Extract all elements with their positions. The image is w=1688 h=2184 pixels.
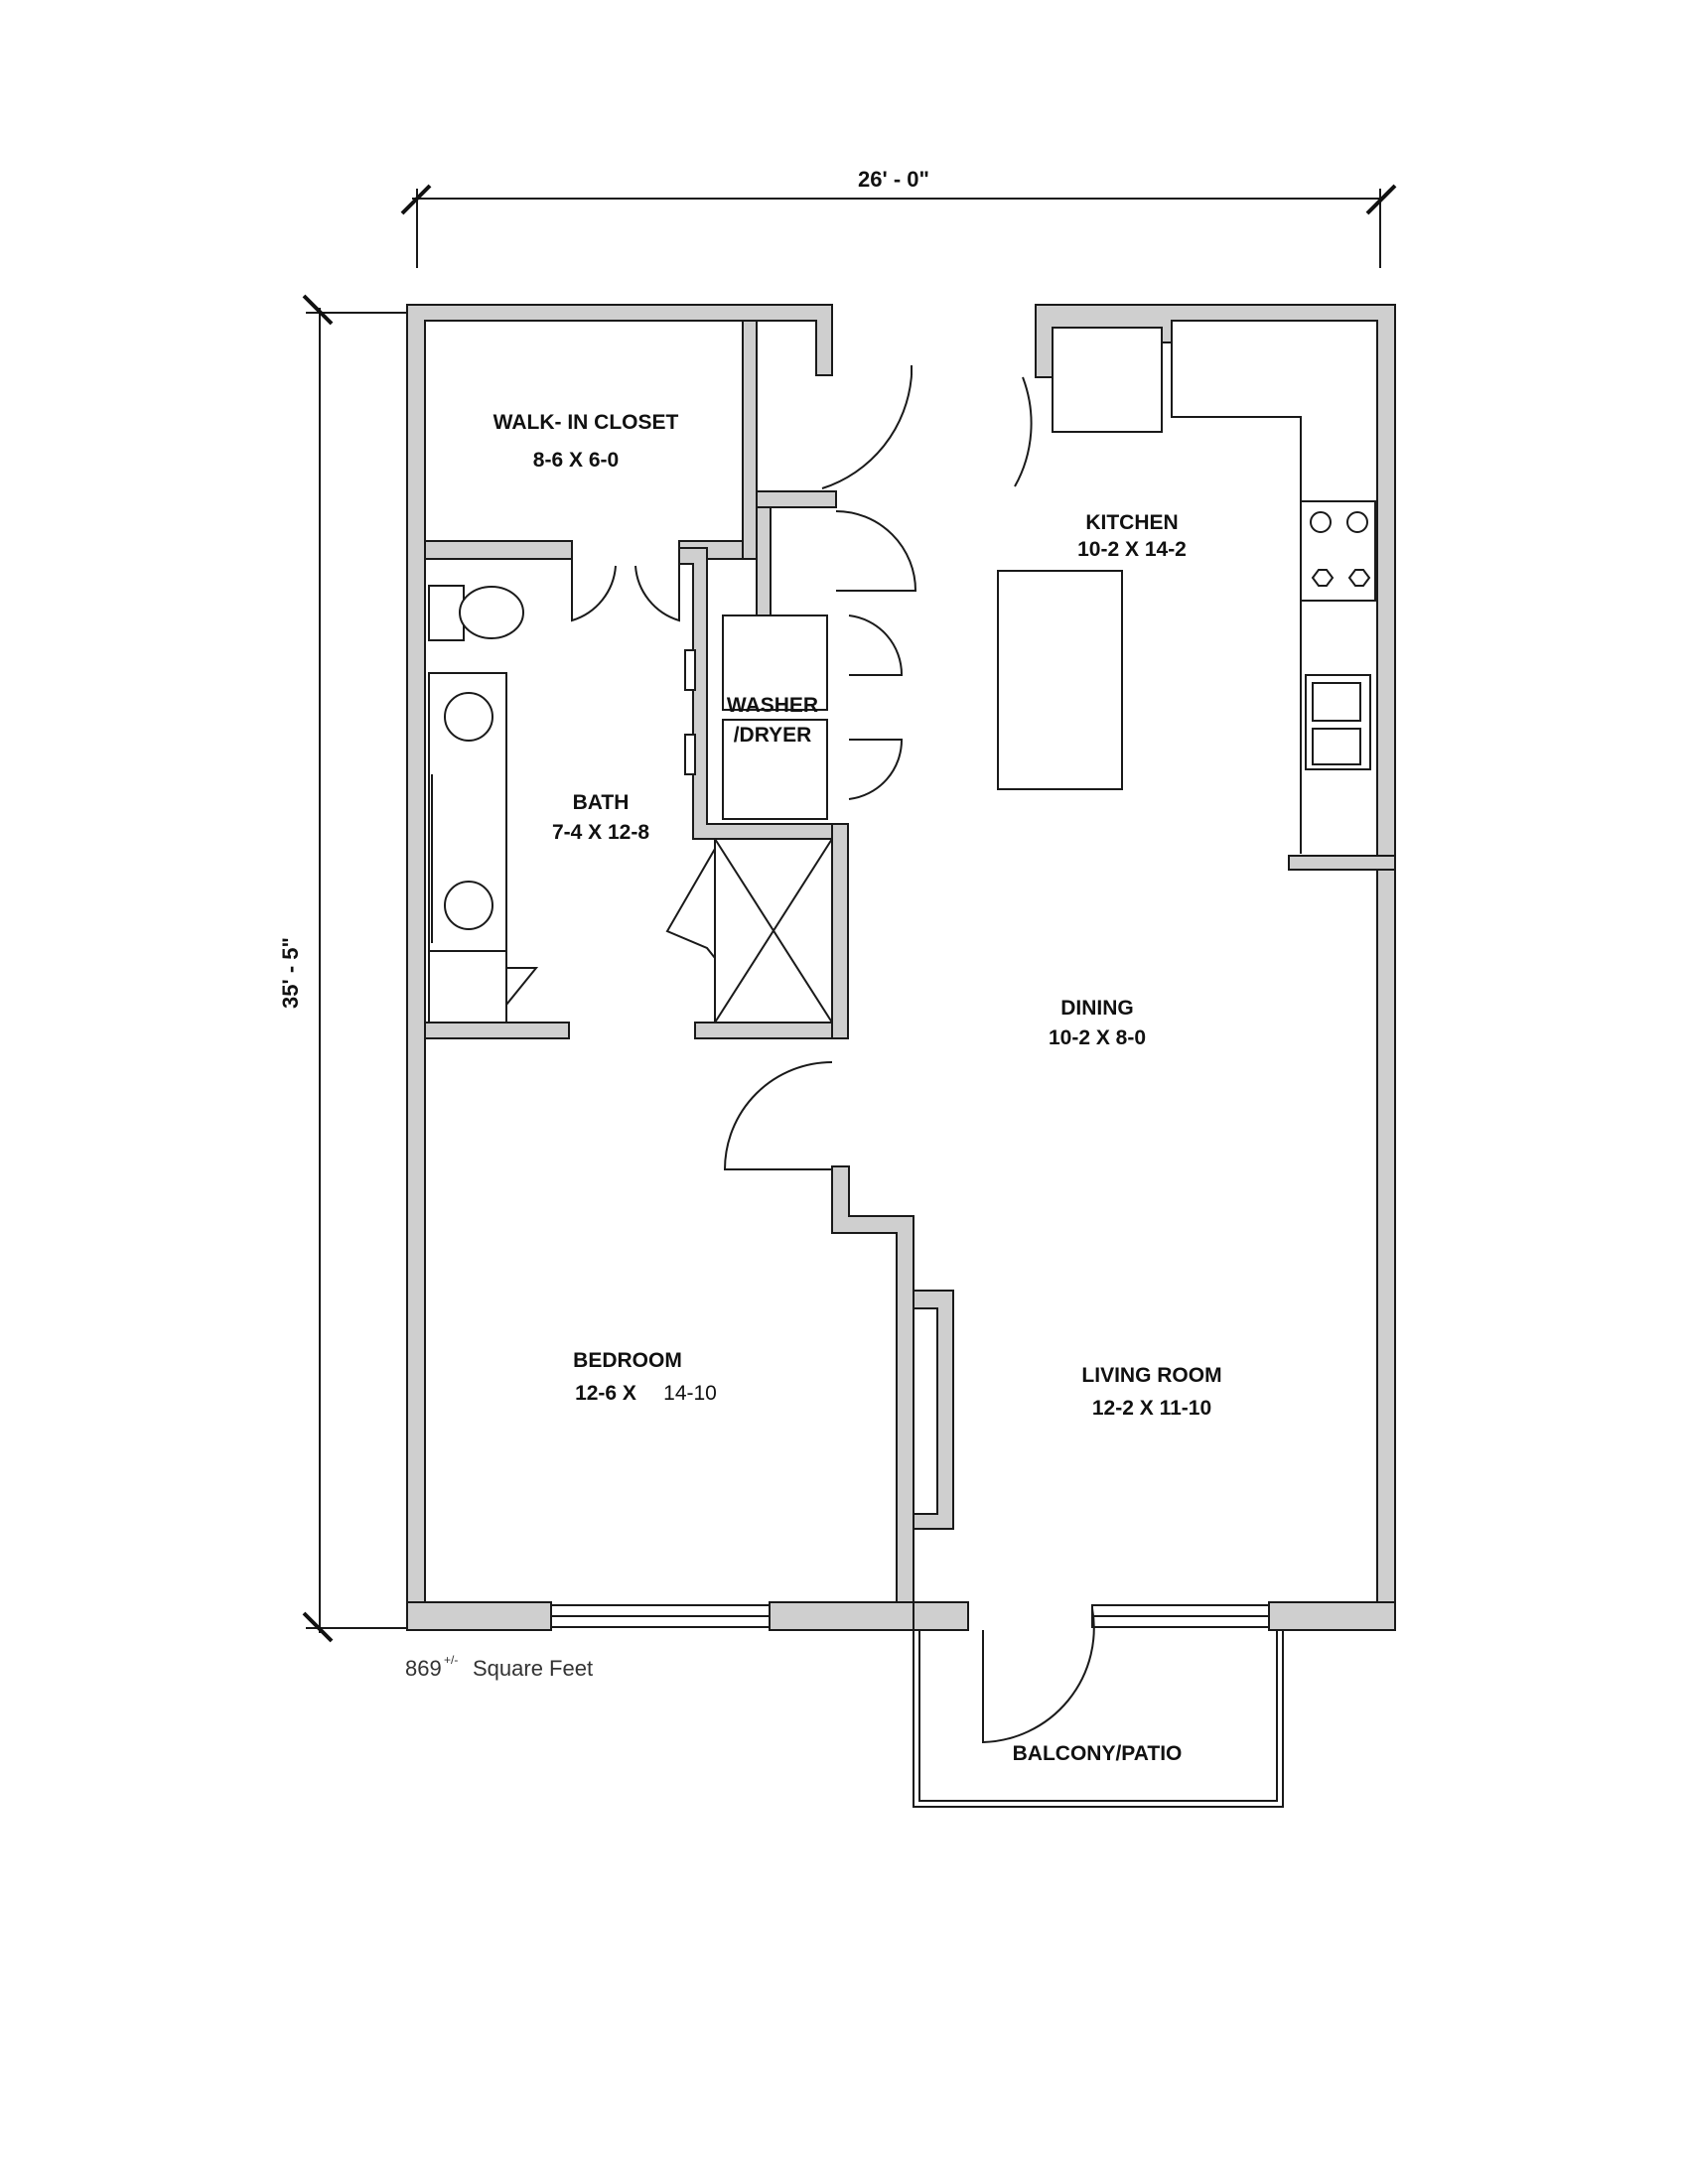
living-name: LIVING ROOM bbox=[1081, 1364, 1221, 1387]
doors bbox=[571, 365, 1095, 1744]
height-label: 35' - 5" bbox=[278, 937, 303, 1009]
bedroom-name: BEDROOM bbox=[573, 1349, 682, 1372]
width-label: 26' - 0" bbox=[858, 167, 929, 192]
living-size: 12-2 X 11-10 bbox=[1092, 1397, 1211, 1420]
width-dimension: 26' - 0" bbox=[400, 167, 1397, 268]
dryer bbox=[722, 719, 828, 820]
square-feet-note: 869 +/- Square Feet bbox=[405, 1653, 593, 1681]
toilet-bowl bbox=[459, 586, 524, 639]
interior-walls bbox=[424, 320, 1396, 1603]
bath-fixtures bbox=[428, 585, 833, 1024]
balcony bbox=[913, 1630, 1284, 1808]
kitchen-size: 10-2 X 14-2 bbox=[1077, 538, 1187, 561]
dining-name: DINING bbox=[1060, 997, 1134, 1020]
refrigerator bbox=[1052, 327, 1163, 433]
washer-label-line2: /DRYER bbox=[734, 724, 812, 747]
bedroom-size-b: 14-10 bbox=[663, 1382, 717, 1405]
balcony-name: BALCONY/PATIO bbox=[1013, 1742, 1183, 1765]
bath-size: 7-4 X 12-8 bbox=[552, 821, 649, 844]
kitchen-fixtures bbox=[997, 327, 1376, 854]
bath-name: BATH bbox=[573, 791, 630, 814]
closet-size: 8-6 X 6-0 bbox=[533, 449, 619, 472]
dining-size: 10-2 X 8-0 bbox=[1049, 1026, 1146, 1049]
exterior-walls bbox=[406, 304, 1396, 1631]
square-feet-value: 869 bbox=[405, 1656, 442, 1681]
closet-name: WALK- IN CLOSET bbox=[493, 411, 679, 434]
room-labels: WALK- IN CLOSET 8-6 X 6-0 KITCHEN 10-2 X… bbox=[493, 411, 1222, 1765]
windows bbox=[550, 1604, 1270, 1628]
kitchen-name: KITCHEN bbox=[1085, 511, 1178, 534]
kitchen-island bbox=[997, 570, 1123, 790]
toilet-tank bbox=[428, 585, 465, 641]
range bbox=[1300, 500, 1376, 602]
washer-label-line1: WASHER bbox=[727, 694, 818, 717]
washer bbox=[722, 614, 828, 711]
square-feet-sup: +/- bbox=[444, 1653, 458, 1667]
bedroom-size-a: 12-6 X bbox=[575, 1382, 636, 1405]
height-dimension: 35' - 5" bbox=[278, 294, 407, 1643]
square-feet-label: Square Feet bbox=[473, 1656, 593, 1681]
